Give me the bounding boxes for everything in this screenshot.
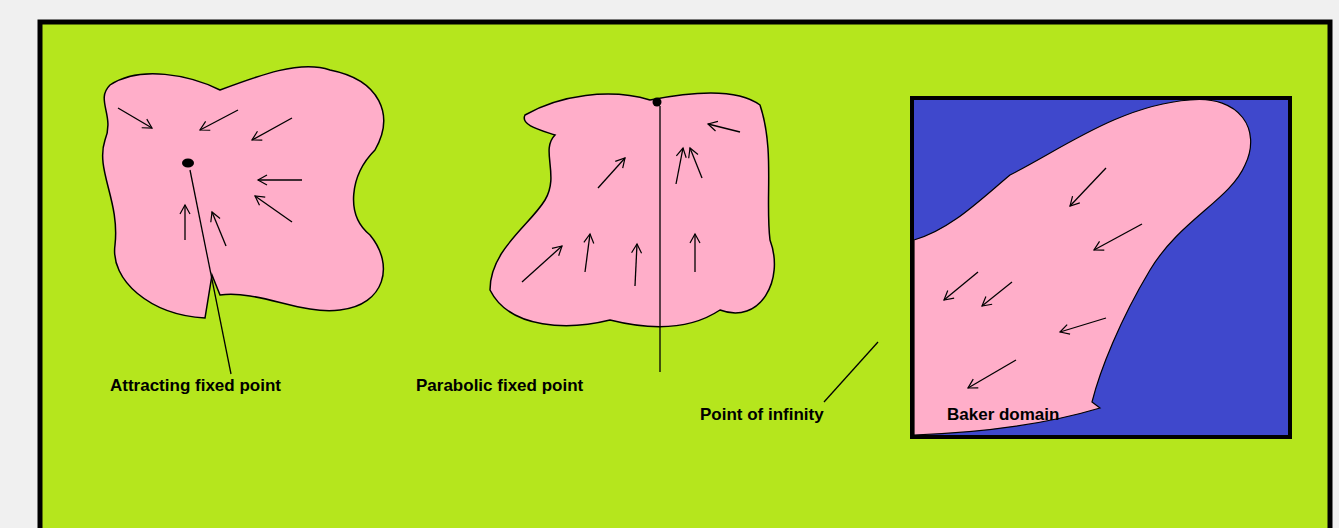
basin-region [103, 67, 384, 318]
label-text: Parabolic fixed point [416, 376, 583, 396]
label-text: Point of infinity [700, 405, 824, 425]
domain-square [912, 98, 1290, 437]
baker-region [914, 100, 1251, 435]
frame [40, 22, 1330, 528]
label-text: Attracting fixed point [110, 376, 281, 396]
label-text: Baker domain [947, 405, 1059, 425]
flow-arrows [944, 168, 1142, 388]
leader-line [659, 106, 660, 372]
leader-line [824, 342, 878, 402]
basin-region [490, 93, 774, 327]
flow-arrows [118, 108, 302, 246]
domain-border [912, 98, 1290, 437]
fixed-point [653, 98, 662, 107]
leader-line [190, 170, 231, 374]
fixed-point [182, 159, 194, 168]
flow-arrows [522, 124, 740, 286]
